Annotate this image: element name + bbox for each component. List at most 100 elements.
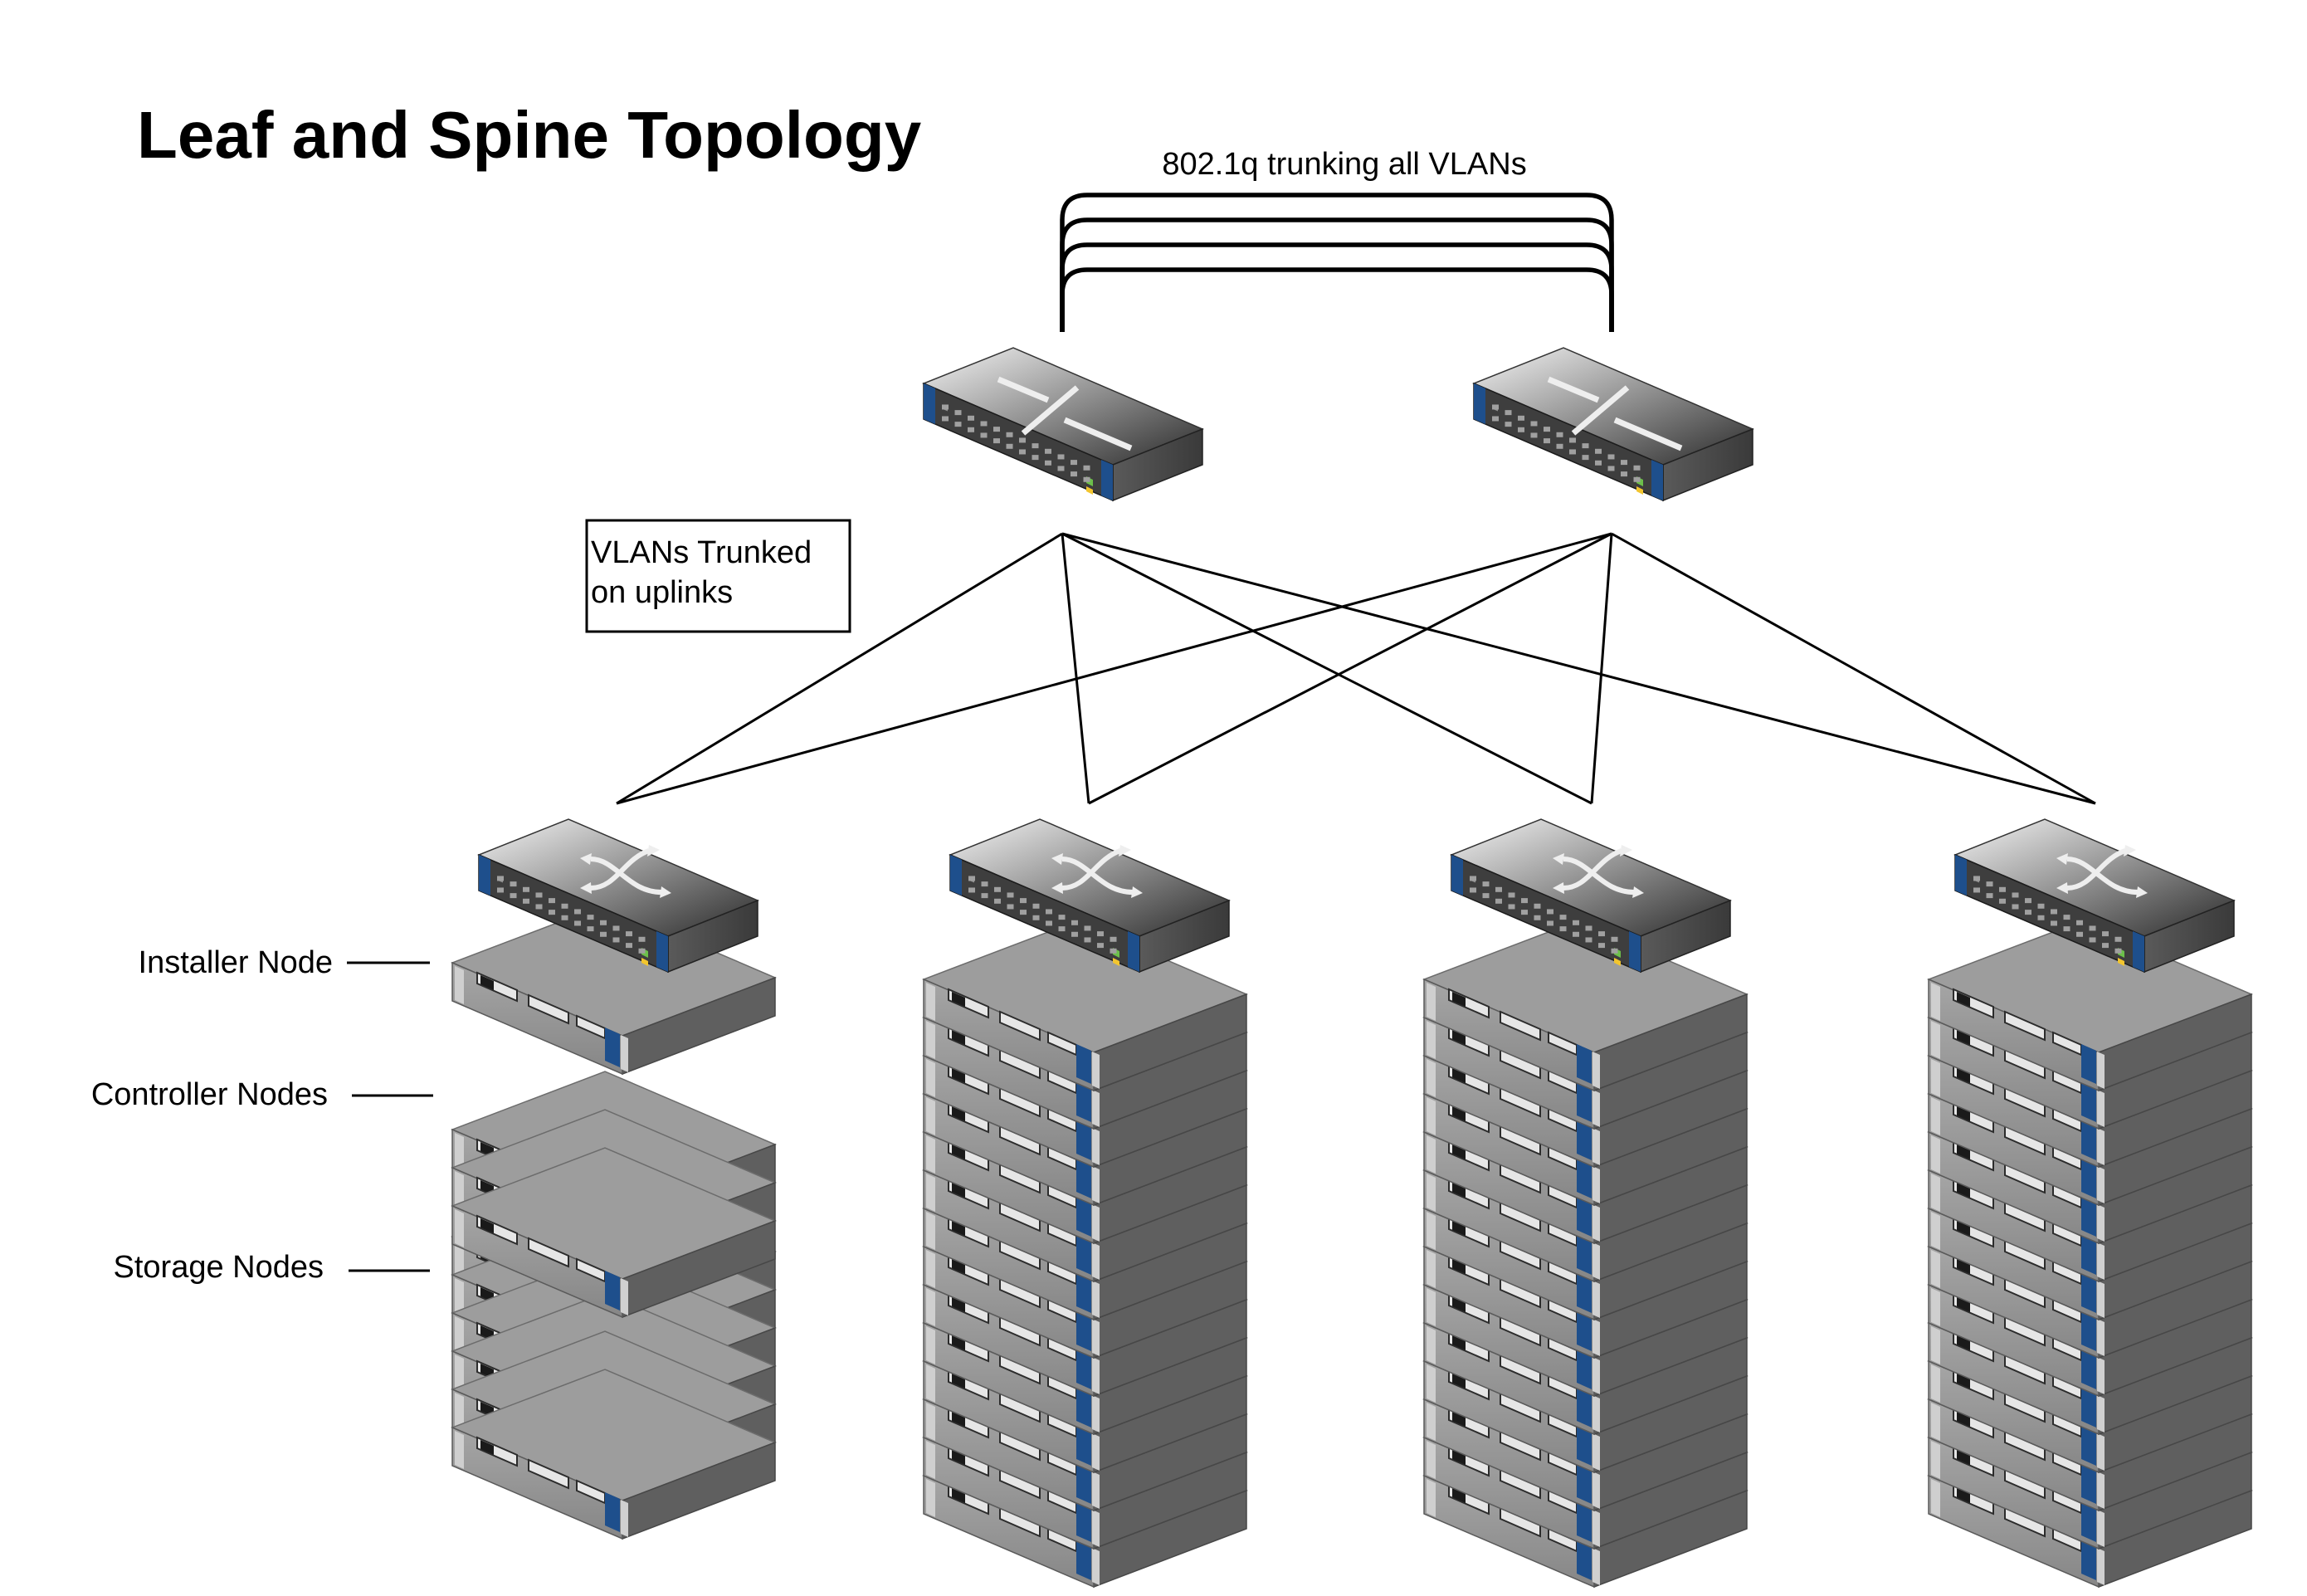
- crossed-arrows-icon: [1051, 845, 1143, 898]
- switch-port: [510, 893, 517, 899]
- rack-3: [1423, 920, 1748, 1588]
- leaf-switch-2: [949, 818, 1230, 973]
- switch-port: [1470, 876, 1476, 881]
- switch-port: [2102, 943, 2109, 949]
- switch-port: [1057, 466, 1065, 471]
- uplink: [1061, 532, 1592, 805]
- crossed-arrows-icon: [2056, 845, 2148, 898]
- switch-port: [1986, 893, 1993, 899]
- label-storage-nodes: Storage Nodes: [114, 1250, 324, 1285]
- switch-port: [1598, 931, 1605, 937]
- switch-port: [1071, 920, 1078, 925]
- switch-port: [968, 427, 974, 432]
- switch-port: [1032, 455, 1039, 461]
- switch-port: [1470, 887, 1476, 893]
- switch-port: [1097, 943, 1104, 949]
- switch-port: [1110, 948, 1117, 954]
- spine-trunk-links: [1060, 193, 1614, 332]
- switch-arrows-icon: [1547, 376, 1683, 451]
- switch-port: [1973, 887, 1980, 893]
- switch-port: [1530, 432, 1538, 438]
- uplink: [616, 532, 1612, 805]
- switch-port: [2114, 948, 2122, 954]
- uplink: [1061, 532, 2096, 805]
- trunk-link: [1060, 267, 1614, 332]
- leaf-switch-1: [478, 818, 758, 973]
- switch-port: [1020, 910, 1027, 915]
- switch-port: [1007, 904, 1014, 910]
- switch-port: [2012, 892, 2019, 898]
- switch-port: [1607, 466, 1615, 471]
- switch-port: [1544, 438, 1550, 444]
- spine-switch-2: [1473, 347, 1753, 501]
- switch-port: [2051, 909, 2057, 915]
- switch-port: [2025, 898, 2031, 904]
- switch-port: [2089, 937, 2096, 943]
- switch-port: [626, 943, 632, 949]
- switch-port: [1492, 404, 1499, 410]
- switch-port: [1006, 443, 1013, 449]
- switch-port: [2102, 931, 2109, 937]
- switch-port: [1083, 465, 1090, 471]
- switch-port: [1019, 437, 1026, 443]
- switch-port: [994, 898, 1001, 904]
- switch-arrows-icon: [997, 376, 1133, 451]
- switch-port: [626, 931, 632, 937]
- switch-port: [1032, 443, 1039, 449]
- switch-port: [1521, 910, 1528, 915]
- switch-port: [2051, 920, 2057, 926]
- uplinks: [616, 532, 2096, 805]
- switch-port: [1633, 465, 1641, 471]
- switch-port: [942, 404, 949, 410]
- uplink: [1088, 532, 1612, 805]
- switch-port: [1621, 471, 1627, 477]
- switch-port: [1611, 948, 1618, 954]
- switch-port: [1582, 443, 1589, 449]
- uplink: [1590, 533, 1613, 804]
- switch-port: [600, 931, 607, 937]
- switch-port: [1083, 476, 1090, 482]
- leaf-switch-3: [1451, 818, 1731, 973]
- port-grid: [1973, 876, 2122, 954]
- port-grid: [1470, 876, 1618, 954]
- switch-port: [980, 421, 988, 427]
- switch-port: [942, 416, 949, 422]
- switch-port: [1986, 881, 1993, 887]
- leaf-switch-4: [1954, 818, 2235, 973]
- switch-port: [1508, 904, 1515, 910]
- switch-port: [1084, 925, 1091, 931]
- switch-port: [968, 876, 975, 881]
- switch-port: [1621, 460, 1627, 466]
- switch-port: [1046, 920, 1052, 926]
- trunk-link: [1060, 193, 1614, 332]
- switch-port: [574, 909, 581, 915]
- switch-port: [497, 887, 504, 893]
- switch-port: [1505, 410, 1512, 416]
- uplink: [1611, 532, 2096, 805]
- switch-port: [1585, 925, 1592, 931]
- port-grid: [942, 404, 1090, 482]
- switch-port: [2037, 903, 2045, 909]
- switch-port: [1071, 471, 1077, 477]
- switch-port: [1569, 449, 1576, 455]
- switch-port: [497, 876, 504, 881]
- uplink: [616, 532, 1063, 805]
- switch-port: [1482, 881, 1490, 887]
- switch-port: [1582, 455, 1589, 461]
- switch-port: [1556, 443, 1563, 449]
- switch-port: [1598, 943, 1605, 949]
- switch-port: [1006, 432, 1013, 437]
- switch-port: [1534, 915, 1541, 920]
- trunk-link: [1060, 242, 1614, 332]
- switch-port: [535, 892, 543, 898]
- switch-port: [1032, 903, 1040, 909]
- switch-port: [2076, 931, 2083, 937]
- leaf-switches: [478, 818, 2235, 973]
- spine-switch-1: [923, 347, 1203, 501]
- switch-port: [1559, 926, 1567, 932]
- switch-port: [2076, 920, 2083, 925]
- label-controller-nodes: Controller Nodes: [91, 1077, 328, 1112]
- switch-port: [587, 926, 594, 932]
- rack-4: [1928, 920, 2252, 1588]
